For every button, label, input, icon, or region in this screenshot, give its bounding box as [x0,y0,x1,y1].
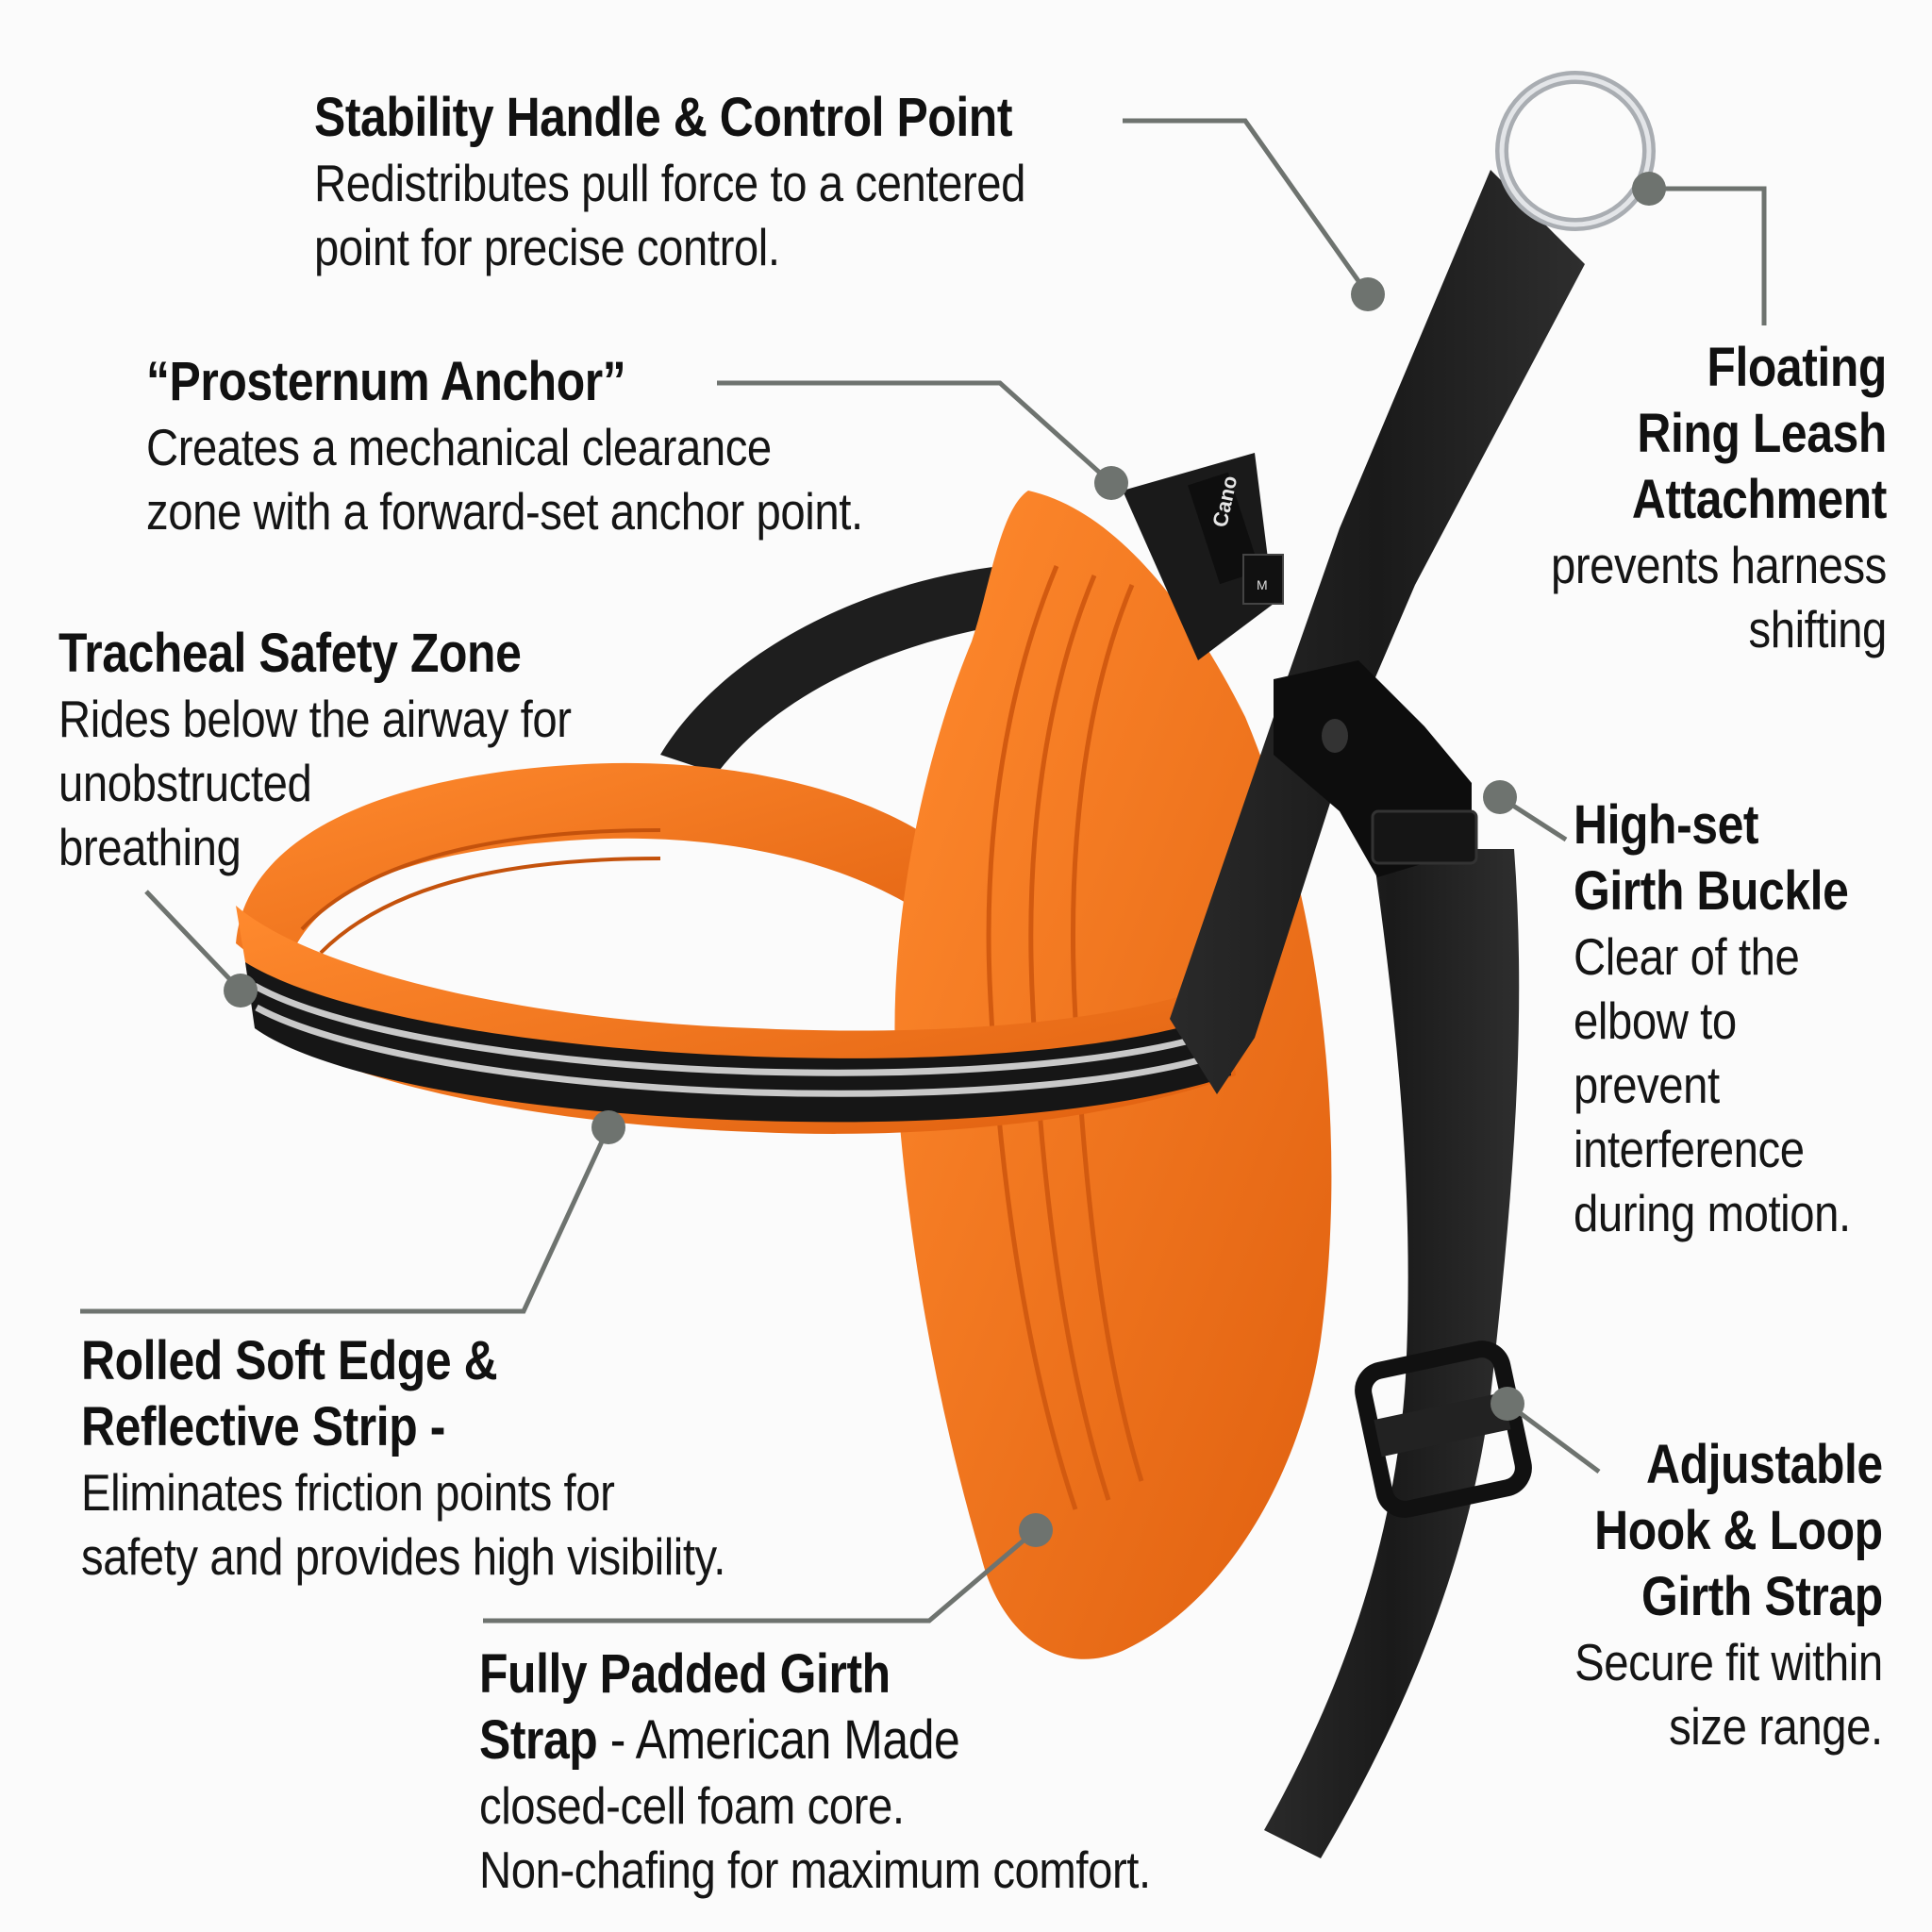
callout-title-line: Girth Strap [1641,1566,1883,1627]
callout-high-set-buckle: High-set Girth Buckle Clear of the elbow… [1574,792,1896,1245]
callout-desc-line: closed-cell foam core. [479,1776,905,1835]
floating-ring [1495,71,1656,231]
leader-stability [1123,118,1371,296]
callout-title: Tracheal Safety Zone [58,623,522,684]
callout-title-line: Fully Padded Girth [479,1643,891,1705]
callout-desc-line: zone with a forward-set anchor point. [146,482,863,541]
callout-desc-line: prevents harness [1551,536,1887,594]
callout-desc-line: unobstructed [58,754,312,812]
callout-title: “Prosternum Anchor” [146,351,626,412]
callout-desc-line: Non-chafing for maximum comfort. [479,1840,1151,1899]
leader-lines [80,118,1767,1624]
leader-tracheal [144,890,242,992]
callout-title-line: High-set [1574,794,1759,856]
callout-title-line: Adjustable [1646,1434,1883,1495]
callout-desc-line: point for precise control. [314,218,780,276]
dot-prosternum [1094,466,1128,500]
callout-desc-line: interference [1574,1120,1805,1178]
leader-prosternum [717,380,1113,485]
callout-desc-line: Creates a mechanical clearance [146,418,772,476]
dot-adjustable [1491,1387,1524,1421]
callout-title-line: Girth Buckle [1574,860,1849,922]
callout-tracheal-safety-zone: Tracheal Safety Zone Rides below the air… [58,621,655,879]
size-tag [1242,554,1284,605]
callout-desc-line: breathing [58,818,242,876]
callout-desc-line: safety and provides high visibility. [81,1527,725,1586]
girth-strap [1264,849,1520,1858]
callout-title-line: Reflective Strip - [81,1396,445,1457]
back-strap [660,566,1019,774]
callout-desc-line: Clear of the [1574,927,1800,986]
neck-loop-back [236,762,1000,981]
dot-stability [1351,277,1385,311]
main-black-strap [1170,170,1585,1094]
leader-adjustable [1506,1401,1601,1474]
dot-tracheal [224,974,258,1008]
callout-title: Stability Handle & Control Point [314,87,1013,148]
callout-prosternum-anchor: “Prosternum Anchor” Creates a mechanical… [146,349,979,543]
callout-rolled-soft-edge: Rolled Soft Edge & Reflective Strip - El… [81,1328,830,1589]
callout-desc-line: prevent [1574,1056,1720,1114]
callout-fully-padded-girth: Fully Padded Girth Strap - American Made… [479,1641,1260,1902]
reflective-band [245,962,1231,1123]
leader-dots [224,172,1666,1547]
callout-floating-ring: Floating Ring Leash Attachment prevents … [1496,335,1887,661]
leader-floating [1649,186,1767,325]
callout-desc-line: elbow to [1574,991,1737,1050]
dot-floating [1632,172,1666,206]
callout-title-line: Strap [479,1709,598,1771]
callout-desc-line: during motion. [1574,1184,1851,1242]
callout-title-line: Ring Leash [1637,403,1887,464]
callout-desc-line: Rides below the airway for [58,690,572,748]
callout-desc-line: shifting [1748,600,1888,658]
dot-buckle [1483,780,1517,814]
callout-adjustable-girth: Adjustable Hook & Loop Girth Strap Secur… [1524,1432,1883,1758]
callout-title-line: Attachment [1631,469,1887,530]
side-release-buckle [1274,660,1478,877]
callout-title-line: Hook & Loop [1594,1500,1883,1561]
callout-desc-line: size range. [1669,1697,1883,1756]
size-tag-text: M [1257,577,1268,592]
leader-padded [483,1528,1038,1624]
callout-title-suffix: - American Made [597,1709,960,1771]
dot-padded [1019,1513,1053,1547]
callout-title-line-with-suffix: Strap - American Made [479,1707,1151,1774]
callout-title-line: Floating [1707,337,1887,398]
callout-desc-line: Secure fit within [1574,1633,1883,1691]
dot-rolled [591,1110,625,1144]
callout-desc-line: Eliminates friction points for [81,1463,615,1522]
leader-rolled [80,1125,611,1314]
callout-title-line: Rolled Soft Edge & [81,1330,498,1391]
callout-stability-handle: Stability Handle & Control Point Redistr… [314,85,1141,279]
callout-desc-line: Redistributes pull force to a centered [314,154,1026,212]
